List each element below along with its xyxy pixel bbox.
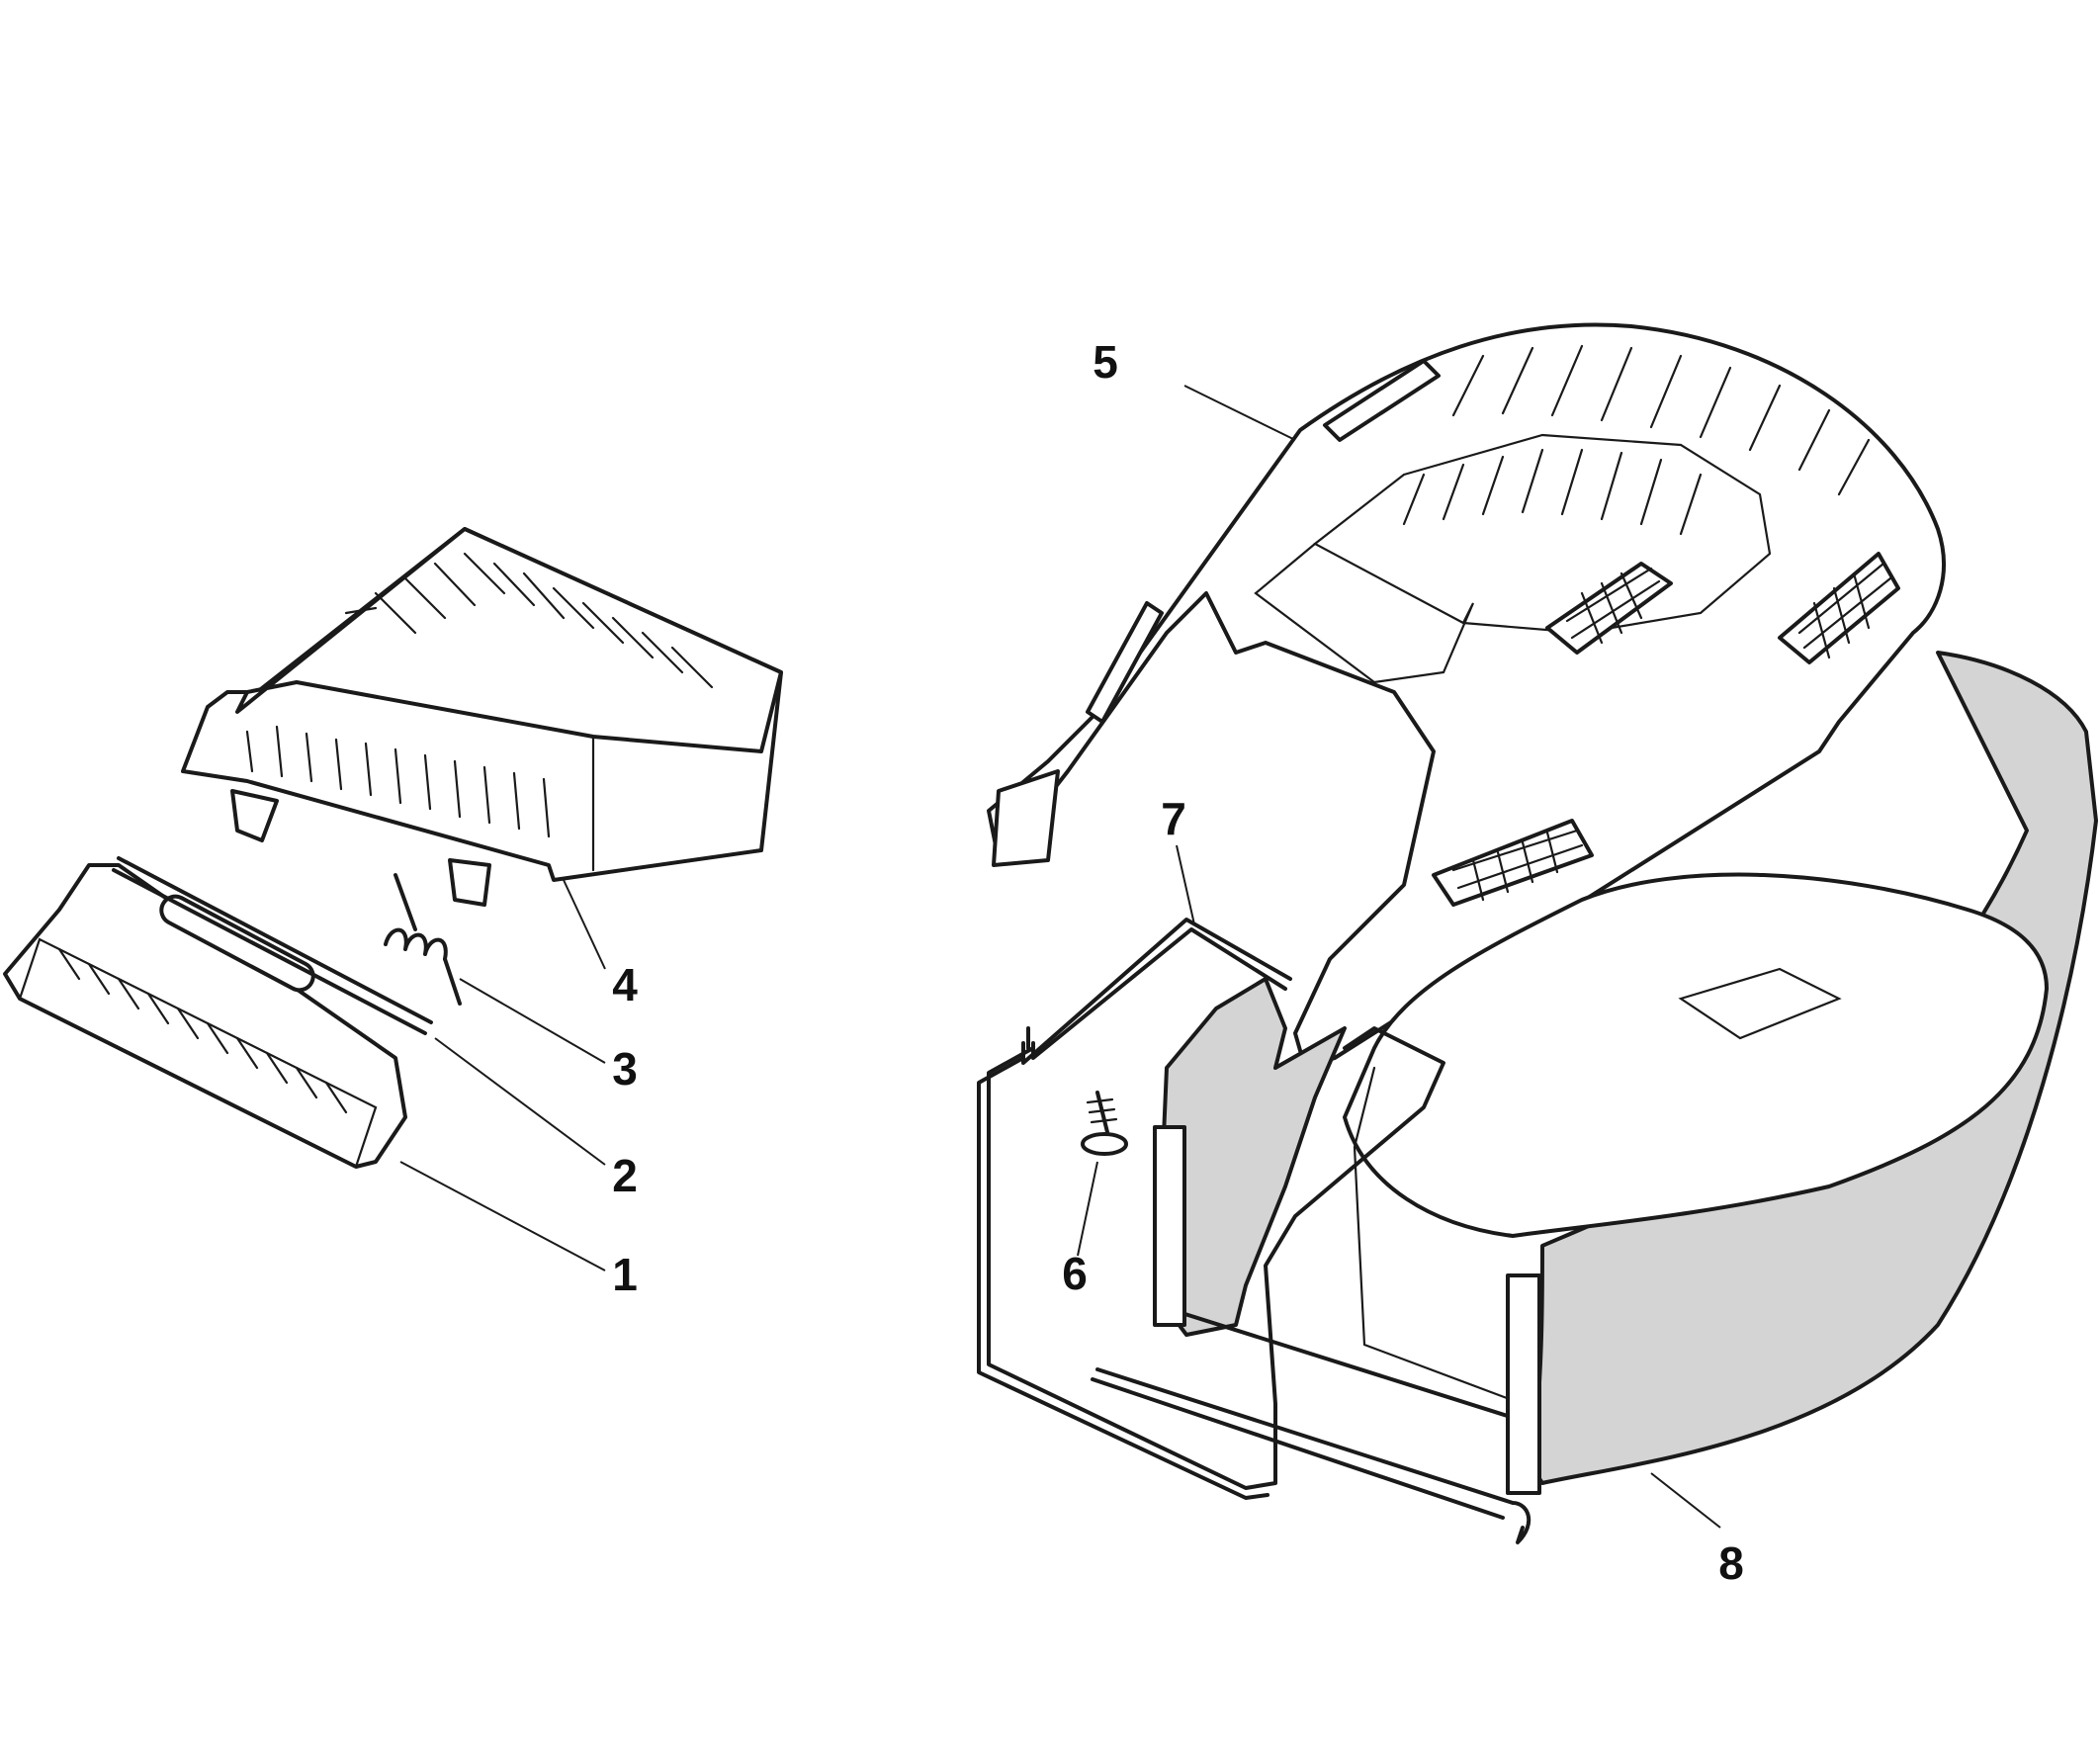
bag-frame-post-left xyxy=(1153,1125,1186,1327)
vent-grille-left xyxy=(1086,601,1164,724)
part-8-grass-bag[interactable] xyxy=(1091,651,2098,1544)
leader-1 xyxy=(399,1161,606,1272)
part-4-ribs xyxy=(245,552,714,838)
callout-3: 3 xyxy=(612,1043,638,1095)
part-2-rod[interactable] xyxy=(112,856,433,1035)
vent-grille-lower xyxy=(1432,819,1594,907)
part-7-wire-frame[interactable] xyxy=(977,918,1445,1500)
leader-2 xyxy=(434,1037,606,1166)
leader-3 xyxy=(459,978,606,1064)
part-1-hinge-bar[interactable] xyxy=(3,863,407,1169)
leader-6 xyxy=(1077,1161,1098,1257)
vent-grille-center xyxy=(1545,562,1673,655)
leader-7 xyxy=(1176,844,1195,925)
vent-grille-right xyxy=(1778,552,1900,664)
callout-2: 2 xyxy=(612,1150,638,1201)
part-3-spring[interactable] xyxy=(384,873,462,1006)
part-6-screw[interactable] xyxy=(1081,1091,1128,1156)
leader-lines xyxy=(399,385,1721,1529)
callout-labels: 1 2 3 4 5 6 7 8 xyxy=(612,336,1744,1589)
part-4-flap-cover[interactable] xyxy=(181,527,783,907)
callout-1: 1 xyxy=(612,1249,638,1300)
part-5-rear-cover[interactable] xyxy=(987,322,1946,1070)
leader-5 xyxy=(1183,385,1296,441)
part-5-ribs xyxy=(1402,344,1871,536)
leader-4 xyxy=(563,879,606,970)
callout-6: 6 xyxy=(1062,1248,1088,1299)
vent-grille-top xyxy=(1323,359,1441,442)
callout-5: 5 xyxy=(1093,336,1118,388)
callout-8: 8 xyxy=(1718,1537,1744,1589)
callout-7: 7 xyxy=(1161,793,1186,844)
leader-8 xyxy=(1650,1472,1721,1529)
callout-4: 4 xyxy=(612,959,638,1010)
bag-frame-post-right xyxy=(1506,1273,1541,1495)
